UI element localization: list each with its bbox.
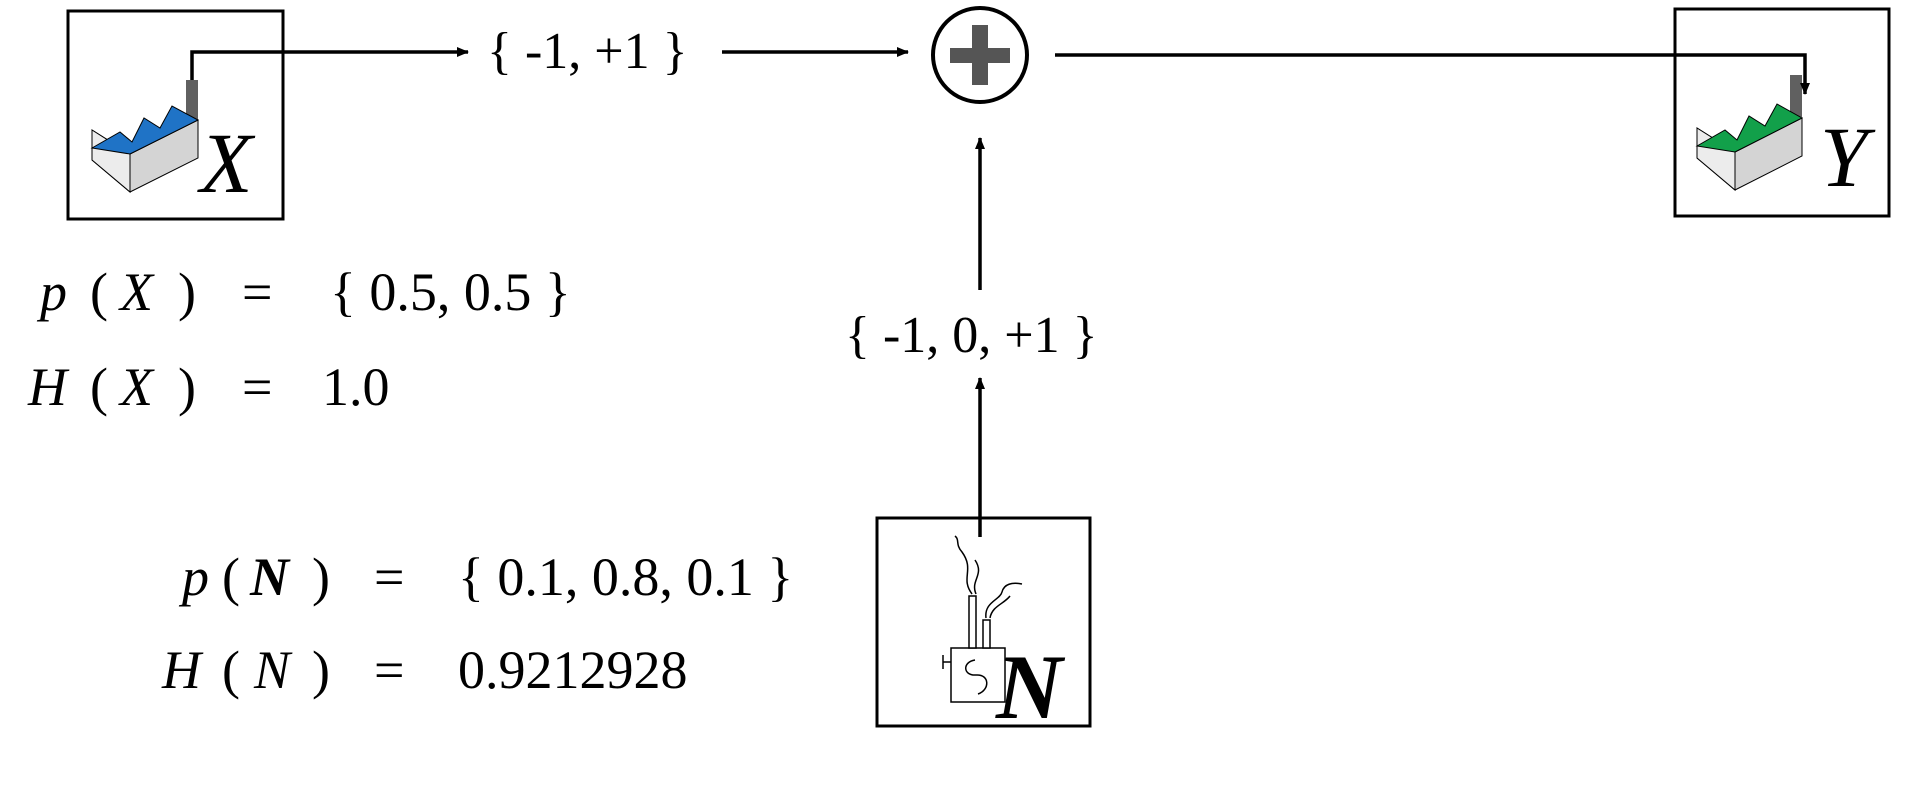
hx-rhs: 1.0 [322, 357, 390, 417]
svg-text:(: ( [90, 262, 108, 322]
destination-label: Y [1820, 109, 1876, 205]
source-chimney [186, 80, 198, 120]
noise-generator-icon [942, 535, 1023, 703]
equation-hn: H ( N ) = 0.9212928 [161, 640, 688, 700]
source-alphabet-label: { -1, +1 } [487, 23, 688, 80]
destination-node: Y [1673, 7, 1891, 218]
hx-fn: H [27, 357, 70, 417]
source-factory-icon [90, 80, 200, 194]
edges [190, 47, 1810, 537]
source-node: X [66, 9, 285, 221]
hn-fn: H [161, 640, 204, 700]
edge-adder-to-destination [1055, 53, 1810, 95]
svg-text:(: ( [222, 547, 240, 607]
hn-rhs: 0.9212928 [458, 640, 688, 700]
svg-text:(: ( [222, 640, 240, 700]
svg-text:(: ( [90, 357, 108, 417]
destination-factory-roof [1695, 103, 1804, 153]
noise-alphabet-label: { -1, 0, +1 } [845, 307, 1098, 364]
adder-node [931, 6, 1029, 104]
noise-label: N [995, 636, 1066, 738]
pn-rhs: { 0.1, 0.8, 0.1 } [458, 547, 793, 607]
hx-arg: X [118, 357, 155, 417]
plus-icon [950, 25, 1010, 85]
equation-pn: p ( N ) = { 0.1, 0.8, 0.1 } [178, 547, 793, 607]
edge-source-to-alphabet [190, 47, 469, 80]
svg-text:=: = [374, 640, 404, 700]
svg-text:=: = [242, 262, 272, 322]
px-arg: X [118, 262, 155, 322]
svg-text:): ) [178, 357, 196, 417]
noise-node: N [875, 516, 1092, 738]
svg-text:): ) [312, 640, 330, 700]
hn-arg: N [253, 640, 293, 700]
px-fn: p [36, 262, 67, 322]
equation-hx: H ( X ) = 1.0 [27, 357, 390, 417]
source-factory-roof [90, 105, 200, 155]
destination-chimney [1790, 75, 1802, 117]
equation-px: p ( X ) = { 0.5, 0.5 } [36, 262, 571, 322]
svg-text:=: = [242, 357, 272, 417]
svg-text:=: = [374, 547, 404, 607]
source-label: X [197, 115, 256, 211]
pn-fn: p [178, 547, 209, 607]
svg-text:): ) [312, 547, 330, 607]
destination-factory-icon [1695, 75, 1804, 192]
px-rhs: { 0.5, 0.5 } [330, 262, 571, 322]
svg-text:): ) [178, 262, 196, 322]
pn-arg: N [249, 547, 291, 607]
